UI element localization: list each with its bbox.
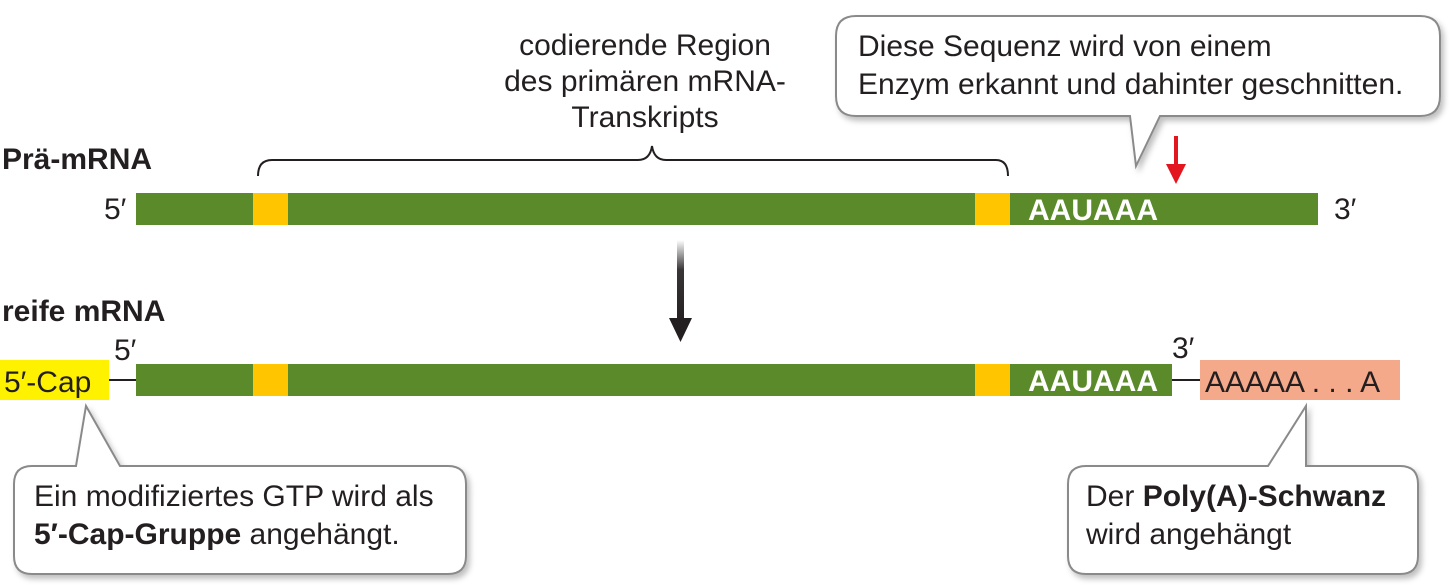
pre-mrna-strand bbox=[136, 193, 1318, 225]
pre-mrna-label: Prä-mRNA bbox=[2, 143, 152, 176]
cap-callout-rest: angehängt. bbox=[241, 518, 399, 551]
processing-arrow bbox=[669, 240, 692, 342]
tail-callout-bold: Poly(A)-Schwanz bbox=[1143, 480, 1386, 513]
enzyme-callout-line2: Enzym erkannt und dahinter geschnitten. bbox=[858, 68, 1403, 101]
tail-callout-bubble bbox=[1067, 402, 1419, 575]
coding-region-line3: Transkripts bbox=[571, 101, 718, 134]
pre-mrna-3prime: 3′ bbox=[1334, 193, 1357, 226]
mature-mrna-label: reife mRNA bbox=[2, 295, 165, 328]
coding-region-brace bbox=[257, 145, 1009, 177]
cap-callout-line2: 5′-Cap-Gruppe angehängt. bbox=[34, 518, 400, 551]
enzyme-callout-bubble bbox=[835, 15, 1441, 170]
mature-mrna-exon-left bbox=[253, 364, 288, 396]
polya-tail-label: AAAAA . . . A bbox=[1205, 366, 1380, 399]
pre-mrna-exon-left bbox=[253, 193, 288, 225]
tail-callout-line2: wird angehängt bbox=[1085, 518, 1292, 551]
mature-mrna-strand bbox=[136, 364, 1172, 396]
coding-region-line2: des primären mRNA- bbox=[504, 65, 786, 98]
tail-callout-line1: Der Poly(A)-Schwanz bbox=[1086, 480, 1386, 513]
mature-mrna-3prime: 3′ bbox=[1172, 332, 1195, 365]
polya-tail-box bbox=[1200, 360, 1400, 400]
cap-callout-bold: 5′-Cap-Gruppe bbox=[34, 518, 241, 551]
coding-region-label: codierende Region des primären mRNA- Tra… bbox=[504, 29, 786, 134]
cut-site-arrow bbox=[1166, 136, 1186, 184]
pre-mrna-signal: AAUAAA bbox=[1028, 194, 1158, 227]
mature-mrna-exon-right bbox=[975, 364, 1010, 396]
tail-callout-plain: Der bbox=[1086, 480, 1143, 513]
enzyme-callout: Diese Sequenz wird von einem Enzym erkan… bbox=[835, 15, 1441, 170]
cap-callout-line1: Ein modifiziertes GTP wird als bbox=[34, 480, 434, 513]
mature-mrna-5prime: 5′ bbox=[114, 334, 137, 367]
pre-mrna-exon-right bbox=[975, 193, 1010, 225]
cap-label: 5′-Cap bbox=[4, 366, 91, 399]
tail-callout: Der Poly(A)-Schwanz wird angehängt bbox=[1067, 402, 1419, 575]
cap-box bbox=[0, 360, 109, 400]
pre-mrna-5prime: 5′ bbox=[104, 193, 127, 226]
coding-region-line1: codierende Region bbox=[519, 29, 771, 62]
cap-callout-bubble bbox=[13, 403, 467, 575]
enzyme-callout-line1: Diese Sequenz wird von einem bbox=[858, 30, 1272, 63]
mature-mrna-signal: AAUAAA bbox=[1028, 365, 1158, 398]
cap-callout: Ein modifiziertes GTP wird als 5′-Cap-Gr… bbox=[13, 403, 467, 575]
